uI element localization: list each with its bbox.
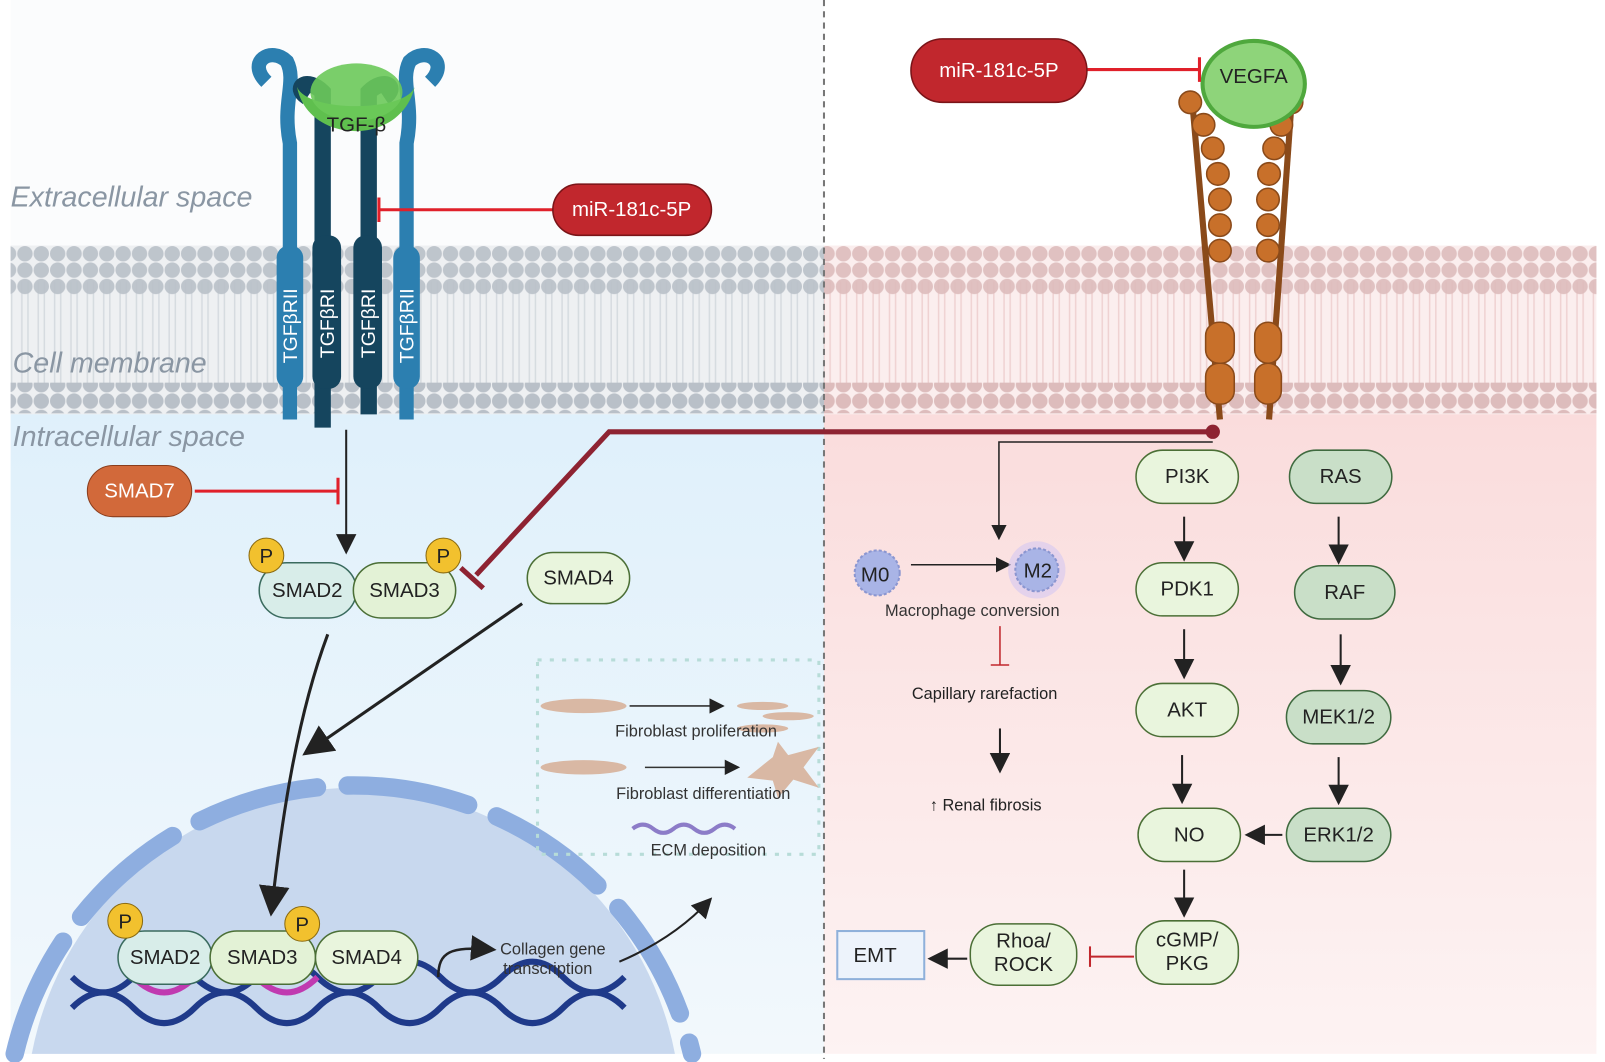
receptor-label-tgfbri-2: TGFβRI	[358, 289, 380, 358]
transcription-label-2: transcription	[503, 960, 592, 978]
mirna-left-pill: miR-181c-5P	[552, 183, 713, 237]
smad4-nuclear-label: SMAD4	[331, 946, 401, 969]
vegfa-smad3-inhibition-link	[474, 429, 1213, 577]
arrow-smad4-to-nucleus	[302, 602, 524, 756]
macrophage-m0: M0	[853, 549, 901, 597]
arrow-smad23-to-nucleus	[258, 633, 330, 917]
smad7-label: SMAD7	[104, 480, 174, 503]
nuclear-smad-complex: SMAD2 SMAD3 SMAD4 P P	[107, 902, 419, 986]
inhibition-line-mir-tgf	[377, 197, 553, 223]
smad7-pill: SMAD7	[86, 465, 193, 518]
tgf-beta-label: TGF-β	[327, 113, 386, 136]
mek-label: MEK1/2	[1302, 706, 1375, 729]
cgmp-label: cGMP/	[1156, 929, 1219, 952]
arrow-to-macrophage	[991, 441, 1213, 541]
inhibition-to-capillary	[990, 626, 1010, 666]
pdk1-node: PDK1	[1135, 561, 1240, 617]
rhoa-label: Rhoa/	[996, 930, 1051, 953]
pi3k-label: PI3K	[1165, 465, 1210, 488]
phospho-label: P	[437, 545, 451, 568]
erk-label: ERK1/2	[1303, 823, 1374, 846]
pi3k-node: PI3K	[1135, 449, 1240, 505]
inhibition-pkg-rhoa	[1088, 946, 1134, 967]
raf-node: RAF	[1293, 565, 1396, 620]
fibroblast-outcomes-box: Fibroblast proliferation Fibroblast diff…	[535, 658, 821, 859]
smad3-nuclear-label: SMAD3	[227, 946, 297, 969]
fibroblast-proliferation-label: Fibroblast proliferation	[615, 723, 777, 741]
no-label: NO	[1174, 823, 1205, 846]
vegfa-label: VEGFA	[1220, 65, 1289, 88]
vegfa-ligand: VEGFA	[1200, 38, 1307, 129]
emt-label: EMT	[854, 944, 898, 967]
phospho-label: P	[295, 913, 309, 936]
no-node: NO	[1137, 807, 1242, 863]
macrophage-conversion-label: Macrophage conversion	[885, 602, 1060, 620]
akt-node: AKT	[1135, 682, 1240, 738]
mirna-left-label: miR-181c-5P	[572, 198, 691, 221]
pi3k-path-arrows	[927, 516, 1351, 969]
cgmp-pkg-node: cGMP/ PKG	[1135, 920, 1240, 986]
emt-box: EMT	[836, 930, 926, 981]
m0-label: M0	[861, 563, 889, 586]
akt-label: AKT	[1167, 698, 1207, 721]
label-extracellular: Extracellular space	[11, 182, 253, 214]
phospho-label: P	[118, 910, 132, 933]
smad4-pill: SMAD4	[526, 551, 631, 605]
ras-node: RAS	[1288, 449, 1393, 505]
fibroblast-differentiation-label: Fibroblast differentiation	[616, 785, 790, 803]
renal-fibrosis-label: ↑ Renal fibrosis	[930, 796, 1042, 814]
vegf-receptor	[1178, 90, 1304, 420]
rhoa-rock-node: Rhoa/ ROCK	[969, 923, 1078, 987]
erk-node: ERK1/2	[1285, 807, 1392, 863]
ras-label: RAS	[1320, 465, 1362, 488]
nucleus	[5, 776, 702, 1062]
mirna-right-pill: miR-181c-5P	[910, 38, 1088, 104]
inhibition-bar	[459, 565, 486, 591]
receptor-label-tgfbrii: TGFβRII	[280, 288, 302, 363]
macrophage-m2: M2	[1008, 541, 1066, 599]
tgf-beta-ligand: TGF-β	[297, 63, 415, 136]
pdk1-label: PDK1	[1160, 578, 1213, 601]
transcription-arrow	[436, 935, 497, 978]
smad2-label: SMAD2	[272, 579, 342, 602]
pkg-label: PKG	[1166, 952, 1209, 975]
smad3-label: SMAD3	[369, 579, 439, 602]
label-intracellular: Intracellular space	[13, 421, 245, 453]
mirna-right-label: miR-181c-5P	[939, 59, 1058, 82]
m2-label: M2	[1024, 559, 1052, 582]
phospho-label: P	[260, 545, 274, 568]
mek-node: MEK1/2	[1285, 689, 1392, 745]
receptor-label-tgfbri: TGFβRI	[317, 289, 339, 358]
transcription-label-1: Collagen gene	[500, 941, 606, 959]
raf-label: RAF	[1324, 581, 1365, 604]
receptor-label-tgfbrii-2: TGFβRII	[397, 288, 419, 363]
link-origin-dot	[1205, 424, 1220, 439]
smad2-nuclear-label: SMAD2	[130, 946, 200, 969]
inhibition-line-smad7	[194, 477, 340, 505]
rock-label: ROCK	[994, 953, 1053, 976]
smad2-smad3-complex: SMAD2 SMAD3 P P	[248, 537, 462, 619]
label-membrane: Cell membrane	[13, 347, 207, 379]
ecm-deposition-label: ECM deposition	[651, 841, 766, 859]
smad4-label: SMAD4	[543, 566, 613, 589]
capillary-rarefaction-label: Capillary rarefaction	[912, 685, 1057, 703]
inhibition-line-mir-vegfa	[1086, 57, 1202, 82]
arrow-to-outcomes	[618, 897, 713, 963]
